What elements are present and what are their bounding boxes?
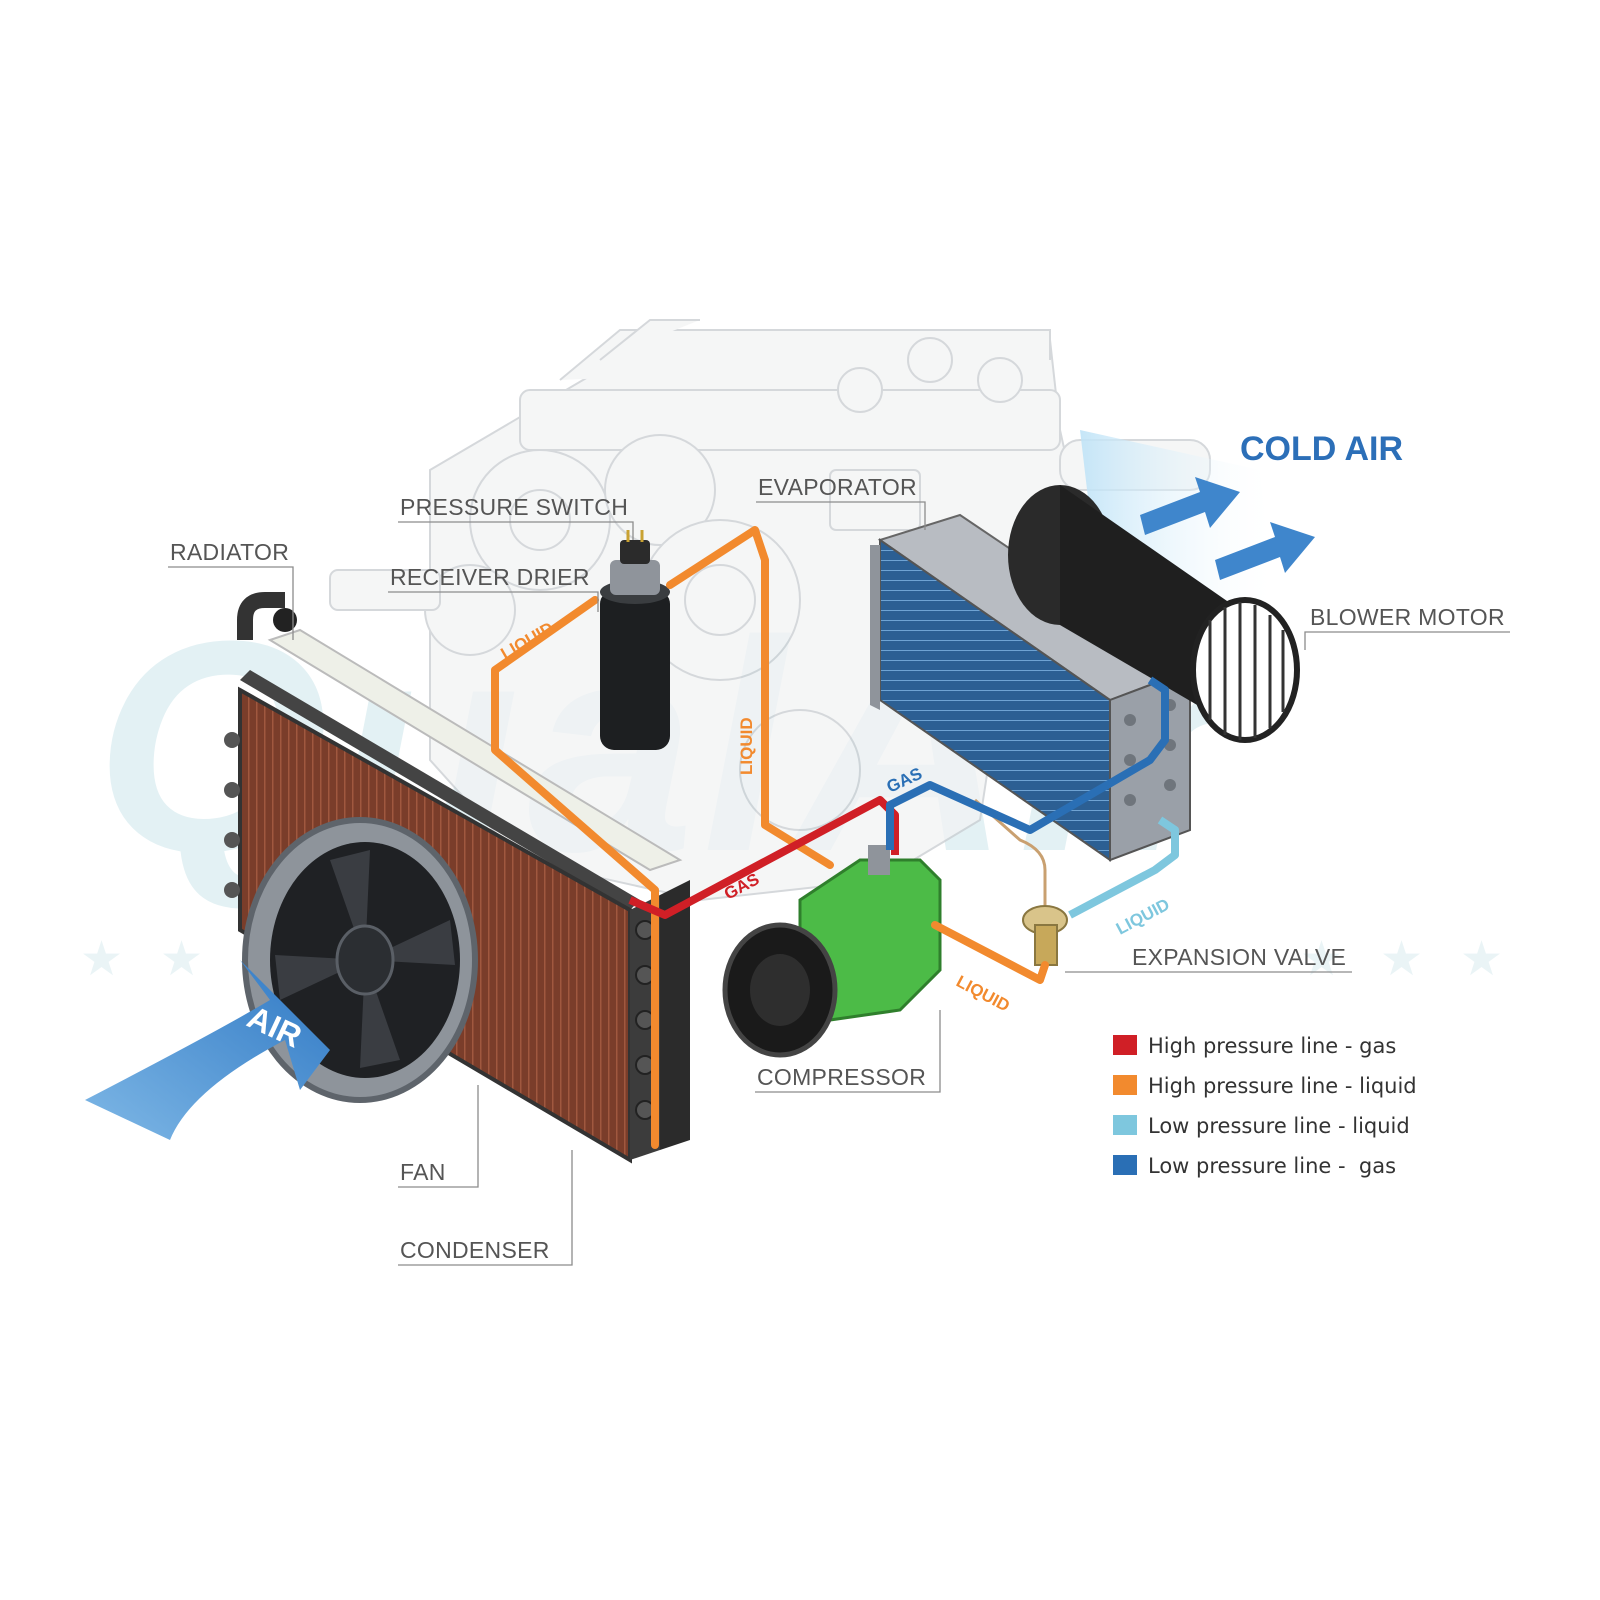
legend-label-high-gas: High pressure line - gas	[1148, 1034, 1396, 1058]
legend-label-high-liquid: High pressure line - liquid	[1148, 1074, 1417, 1098]
cold-air-arrow-lower	[1215, 522, 1315, 580]
label-expansion-valve: EXPANSION VALVE	[1132, 944, 1346, 970]
expansion-valve	[974, 798, 1068, 966]
legend-label-low-gas: Low pressure line - gas	[1148, 1154, 1396, 1178]
svg-text:★: ★	[80, 933, 123, 986]
fan	[242, 817, 478, 1103]
legend-swatch-low-gas	[1113, 1155, 1137, 1175]
line-low-pressure-liquid	[1068, 816, 1179, 919]
line-high-pressure-gas	[628, 796, 899, 919]
svg-text:★: ★	[1300, 933, 1343, 986]
compressor	[722, 845, 942, 1058]
label-pressure-switch: PRESSURE SWITCH	[400, 494, 628, 520]
callout-pressure-switch: PRESSURE SWITCH	[398, 494, 634, 540]
svg-text:★: ★	[160, 933, 203, 986]
legend-swatch-high-liquid	[1113, 1075, 1137, 1095]
line-high-pressure-liquid	[491, 526, 1049, 1149]
pressure-switch	[620, 530, 650, 564]
engine-block	[329, 319, 1211, 902]
svg-text:★: ★	[1460, 933, 1503, 986]
callout-receiver-drier: RECEIVER DRIER	[388, 564, 599, 612]
legend-item-low-liquid: Low pressure line - liquid	[1113, 1114, 1410, 1138]
callout-blower-motor: BLOWER MOTOR	[1304, 604, 1510, 650]
label-radiator: RADIATOR	[170, 539, 289, 565]
label-fan: FAN	[400, 1159, 446, 1185]
flow-label-liquid-vertical: LIQUID	[737, 717, 756, 775]
legend: High pressure line - gas High pressure l…	[1113, 1034, 1417, 1178]
label-condenser: CONDENSER	[400, 1237, 550, 1263]
legend-swatch-high-gas	[1113, 1035, 1137, 1055]
legend-item-low-gas: Low pressure line - gas	[1113, 1154, 1396, 1178]
cold-air-arrow-upper	[1140, 477, 1240, 535]
flow-label-liquid-compressor: LIQUID	[953, 972, 1013, 1016]
label-blower-motor: BLOWER MOTOR	[1310, 604, 1505, 630]
receiver-drier	[600, 560, 670, 750]
air-inlet-arrow	[85, 960, 330, 1140]
blower-motor	[1008, 485, 1300, 743]
label-compressor: COMPRESSOR	[757, 1064, 926, 1090]
label-evaporator: EVAPORATOR	[758, 474, 917, 500]
callout-fan: FAN	[398, 1085, 479, 1188]
line-low-pressure-gas	[886, 676, 1169, 850]
svg-text:★: ★	[1380, 933, 1423, 986]
callout-radiator: RADIATOR	[168, 539, 294, 640]
callout-expansion-valve: EXPANSION VALVE	[1065, 944, 1352, 973]
legend-item-high-liquid: High pressure line - liquid	[1113, 1074, 1417, 1098]
legend-item-high-gas: High pressure line - gas	[1113, 1034, 1396, 1058]
radiator	[237, 592, 683, 872]
callout-compressor: COMPRESSOR	[755, 1010, 941, 1093]
callout-evaporator: EVAPORATOR	[756, 474, 926, 530]
callout-condenser: CONDENSER	[398, 1150, 573, 1266]
legend-swatch-low-liquid	[1113, 1115, 1137, 1135]
cold-air-label: COLD AIR	[1240, 430, 1403, 468]
legend-label-low-liquid: Low pressure line - liquid	[1148, 1114, 1410, 1138]
label-receiver-drier: RECEIVER DRIER	[390, 564, 590, 590]
